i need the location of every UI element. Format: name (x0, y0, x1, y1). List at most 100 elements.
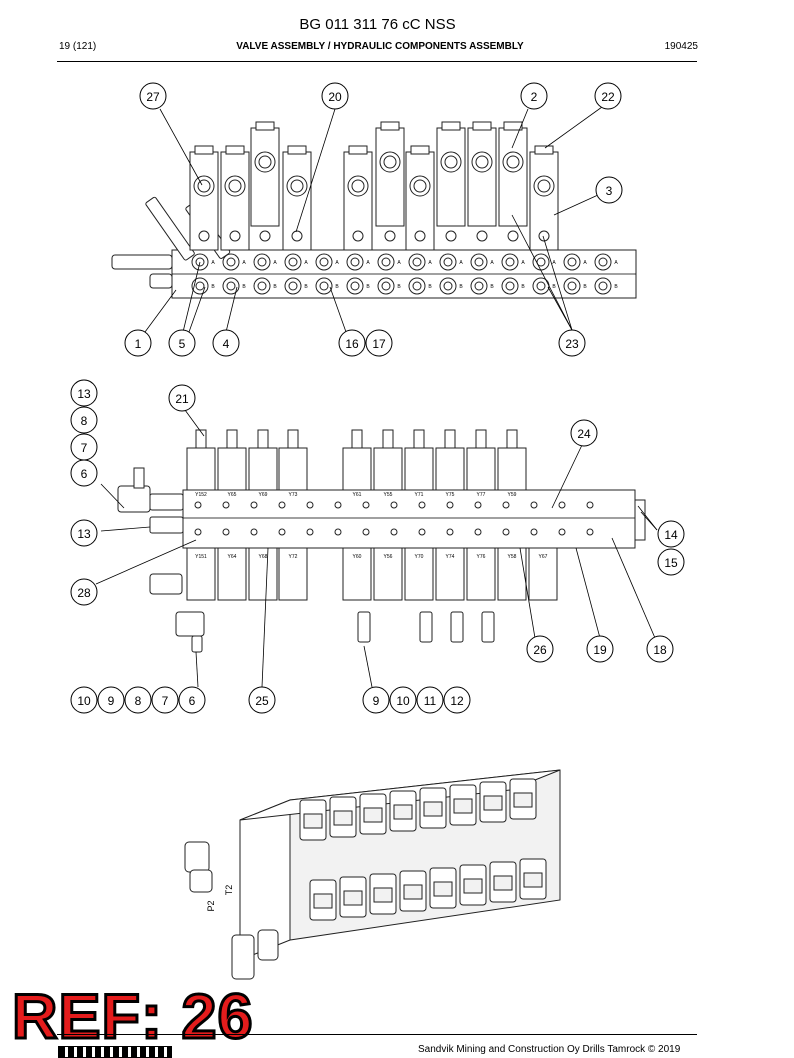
solenoid-label-top: Y61 (353, 492, 362, 498)
port-label-a: A (614, 260, 618, 266)
callout-number: 1 (135, 337, 142, 351)
mount-hole (530, 501, 538, 509)
lower-solenoid (278, 547, 308, 601)
coil-core (228, 179, 242, 193)
callout-circle (657, 520, 685, 548)
lower-fitting (419, 611, 433, 643)
callout-circle (124, 686, 152, 714)
page-number: 19 (121) (59, 41, 97, 52)
port-label-b: B (459, 284, 463, 290)
lower-solenoid (186, 547, 216, 601)
upper-stem (444, 429, 456, 449)
lower-solenoid (217, 547, 247, 601)
callout-mid-14: 14 (657, 520, 685, 548)
mount-hole (586, 528, 594, 536)
callout-number: 25 (255, 694, 269, 708)
callout-circle (139, 82, 167, 110)
pilot-screw (414, 230, 426, 242)
port-b-inner (195, 281, 205, 291)
valve-cap (380, 121, 400, 131)
callout-number: 2 (531, 90, 538, 104)
callout-number: 3 (606, 184, 613, 198)
mount-hole (334, 501, 342, 509)
callout-number: 19 (593, 643, 607, 657)
coil-core (413, 179, 427, 193)
callout-mid-13: 13 (70, 379, 98, 407)
callout-circle (389, 686, 417, 714)
callout-circle (657, 548, 685, 576)
callout-mid-26: 26 (526, 635, 554, 663)
port-a-inner (350, 257, 360, 267)
mount-hole (530, 528, 538, 536)
coil-core (383, 155, 397, 169)
port-a-inner (319, 257, 329, 267)
callout-circle (443, 686, 471, 714)
port-b-inner (474, 281, 484, 291)
valve-cap (503, 121, 523, 131)
port-a-inner (288, 257, 298, 267)
coil-core (444, 155, 458, 169)
port-a-inner (567, 257, 577, 267)
port-label-b: B (242, 284, 246, 290)
solenoid-label-top: Y77 (477, 492, 486, 498)
callout-number: 13 (77, 527, 91, 541)
upper-stem (351, 429, 363, 449)
iso-coil (523, 872, 543, 888)
lower-solenoid (466, 547, 496, 601)
footer-copyright: Sandvik Mining and Construction Oy Drill… (418, 1044, 681, 1055)
callout-number: 6 (81, 467, 88, 481)
callout-top-3: 3 (595, 176, 623, 204)
callout-circle (168, 329, 196, 357)
valve-cap (255, 121, 275, 131)
callout-mid-21: 21 (168, 384, 196, 412)
callout-mid-7: 7 (70, 433, 98, 461)
footer-rule (57, 1034, 697, 1035)
mount-hole (446, 501, 454, 509)
manifold-block-side (182, 489, 636, 549)
upper-solenoid (278, 447, 308, 491)
solenoid-label-bottom: Y60 (353, 554, 362, 560)
port-a-inner (536, 257, 546, 267)
iso-coil (403, 884, 423, 900)
port-label-t2: T2 (224, 885, 234, 896)
port-b-inner (381, 281, 391, 291)
callout-mid-18: 18 (646, 635, 674, 663)
callout-number: 8 (135, 694, 142, 708)
callout-circle (70, 406, 98, 434)
callout-mid-10: 10 (70, 686, 98, 714)
solenoid-label-bottom: Y67 (539, 554, 548, 560)
callout-number: 15 (664, 556, 678, 570)
iso-coil (513, 792, 533, 808)
callout-number: 7 (162, 694, 169, 708)
callout-circle (70, 459, 98, 487)
solenoid-valve (498, 127, 528, 227)
iso-coil (313, 893, 333, 909)
callout-number: 16 (345, 337, 359, 351)
lower-solenoid (248, 547, 278, 601)
inlet-fitting (111, 254, 173, 270)
mount-hole (306, 501, 314, 509)
callout-number: 23 (565, 337, 579, 351)
port-a-inner (226, 257, 236, 267)
callout-top-16: 16 (338, 329, 366, 357)
pilot-screw (384, 230, 396, 242)
callout-circle (97, 686, 125, 714)
callout-mid-10: 10 (389, 686, 417, 714)
iso-coil (363, 807, 383, 823)
upper-solenoid (497, 447, 527, 491)
port-label-b: B (273, 284, 277, 290)
callout-number: 17 (372, 337, 386, 351)
mount-hole (362, 528, 370, 536)
callout-top-17: 17 (365, 329, 393, 357)
callout-circle (594, 82, 622, 110)
date-code: 190425 (664, 41, 698, 52)
mount-hole (306, 528, 314, 536)
callout-mid-6: 6 (178, 686, 206, 714)
callout-circle (365, 329, 393, 357)
callout-circle (70, 379, 98, 407)
mount-hole (474, 501, 482, 509)
upper-solenoid (373, 447, 403, 491)
solenoid-label-bottom: Y76 (477, 554, 486, 560)
mount-hole (194, 528, 202, 536)
